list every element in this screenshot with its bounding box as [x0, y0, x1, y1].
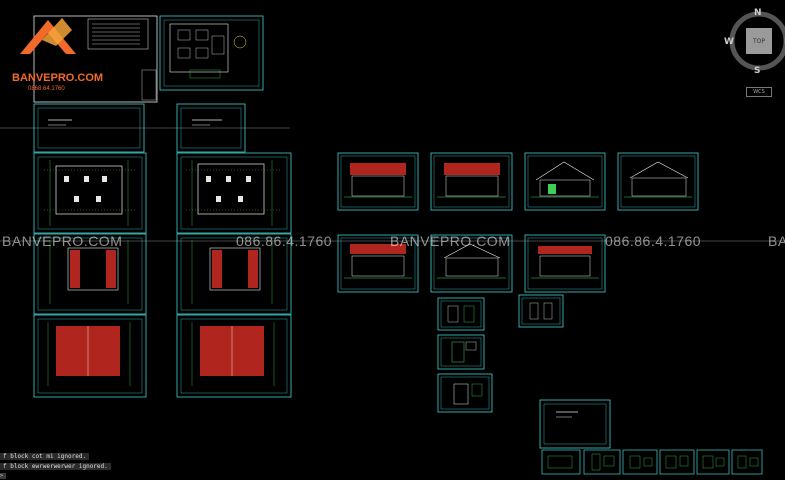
title-sheet[interactable]: [33, 15, 158, 103]
section-sheet-1[interactable]: [337, 234, 419, 293]
cover-sheet-3[interactable]: [539, 399, 611, 449]
cover-sheet-1[interactable]: [33, 103, 145, 153]
section-sheet-3[interactable]: [524, 234, 606, 293]
watermark-site-2: BANVEPRO.COM: [390, 233, 511, 249]
cover-sheet-2[interactable]: [176, 103, 246, 153]
wcs-menu[interactable]: WCS: [746, 87, 772, 97]
command-history-line-2: f block ewrwerwerwer ignored.: [0, 463, 111, 470]
detail-sheet-2[interactable]: [518, 294, 564, 328]
viewcube-top-face[interactable]: TOP: [746, 28, 772, 54]
detail-sheet-4[interactable]: [437, 373, 493, 413]
compass-ring-icon[interactable]: [726, 8, 785, 72]
roof-plan-sheet-1[interactable]: [33, 233, 147, 315]
compass-north[interactable]: N: [754, 8, 762, 18]
logo-house-icon: [20, 18, 76, 54]
brand-phone: 0868.64.1760: [28, 86, 65, 92]
elevation-sheet-2[interactable]: [430, 152, 513, 211]
command-history-line-1: f block cot mi ignored.: [0, 453, 90, 460]
roof-plan-sheet-2[interactable]: [176, 233, 292, 315]
watermark-site-1: BANVEPRO.COM: [2, 233, 123, 249]
elevation-sheet-3[interactable]: [524, 152, 606, 211]
brand-name: BANVEPRO.COM: [12, 72, 104, 84]
roof-hatch-sheet-2[interactable]: [176, 314, 292, 398]
detail-sheet-3[interactable]: [437, 334, 485, 370]
detail-strip[interactable]: [541, 449, 763, 475]
elevation-sheet-1[interactable]: [337, 152, 419, 211]
viewcube[interactable]: N S W E TOP: [724, 8, 785, 82]
section-sheet-2[interactable]: [430, 234, 513, 293]
compass-south[interactable]: S: [754, 66, 761, 76]
compass-west[interactable]: W: [724, 37, 734, 47]
floor-plan-sheet-2[interactable]: [176, 152, 292, 234]
watermark-phone-1: 086.86.4.1760: [236, 233, 333, 249]
command-prompt[interactable]: >: [0, 473, 6, 479]
detail-sheet-1[interactable]: [437, 297, 485, 331]
elevation-sheet-4[interactable]: [617, 152, 699, 211]
detail-strip-content: [547, 453, 759, 471]
site-plan-sheet[interactable]: [159, 15, 264, 91]
watermark-phone-2: 086.86.4.1760: [605, 233, 702, 249]
floor-plan-sheet-1[interactable]: [33, 152, 147, 234]
roof-hatch-sheet-1[interactable]: [33, 314, 147, 398]
watermark-site-3: BA: [768, 233, 785, 249]
